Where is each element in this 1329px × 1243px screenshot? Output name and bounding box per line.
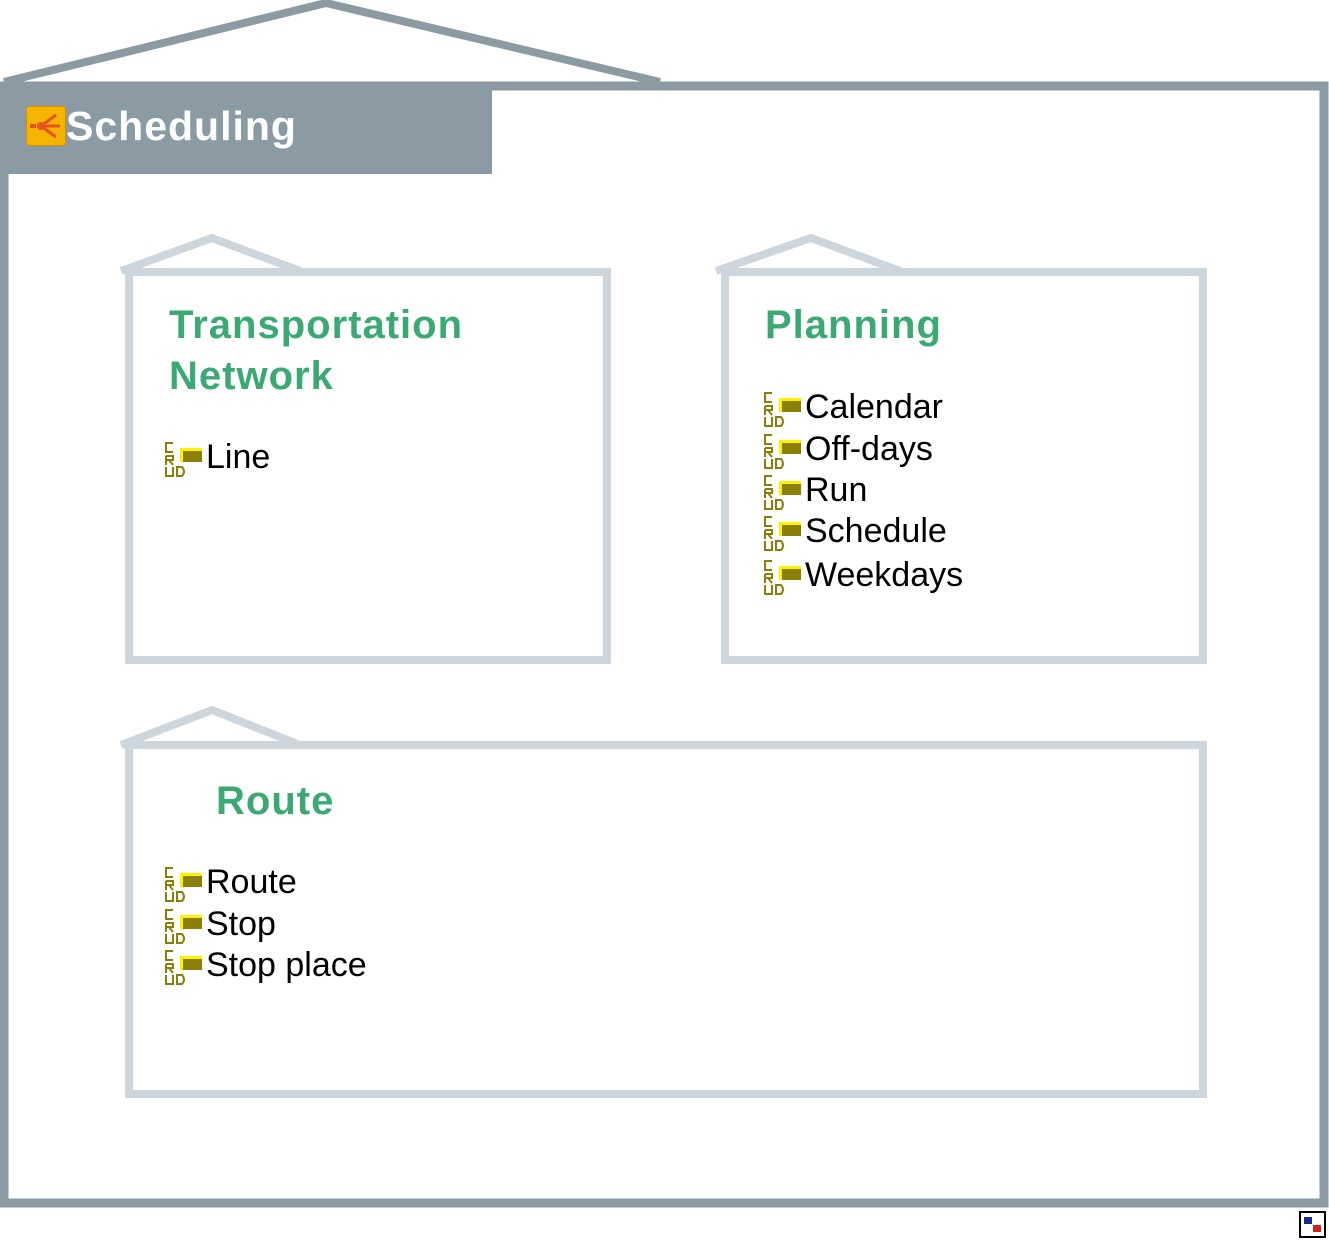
transport-package-frame xyxy=(125,268,611,664)
crud-entity-icon xyxy=(165,867,202,902)
package-title-line-2: Network xyxy=(169,354,334,398)
package-route[interactable]: Route xyxy=(216,776,334,827)
crud-entity-icon xyxy=(165,909,202,944)
diagram-title: Scheduling xyxy=(66,103,297,149)
entity-label: Run xyxy=(805,471,868,509)
scheduling-app-icon xyxy=(26,106,66,146)
route-package-frame xyxy=(125,741,1207,1098)
entity-label: Schedule xyxy=(805,512,947,550)
entity-item-schedule[interactable]: Schedule xyxy=(762,511,963,551)
entity-item-run[interactable]: Run xyxy=(762,470,963,510)
entity-label: Weekdays xyxy=(805,556,964,594)
crud-entity-icon xyxy=(764,560,801,595)
outer-package-tab-roof xyxy=(3,0,661,86)
entity-item-stop-place[interactable]: Stop place xyxy=(163,945,367,985)
package-item-list: Calendar Off-days Run xyxy=(762,387,963,595)
crud-entity-icon xyxy=(764,392,801,427)
package-item-list: Line xyxy=(163,437,270,477)
transport-package-tab-roof xyxy=(119,233,302,275)
crud-entity-icon xyxy=(764,434,801,469)
entity-item-line[interactable]: Line xyxy=(163,437,270,477)
package-title-line-1: Transportation xyxy=(169,303,464,347)
crud-entity-icon xyxy=(165,950,202,985)
package-title: Route xyxy=(216,779,335,823)
entity-label: Stop xyxy=(206,905,276,943)
package-title: Planning xyxy=(765,303,942,347)
package-item-list: Route Stop Stop place xyxy=(163,862,367,985)
crud-entity-icon xyxy=(764,475,801,510)
entity-item-weekdays[interactable]: Weekdays xyxy=(762,555,963,595)
crud-entity-icon xyxy=(165,442,202,477)
planning-package-tab-roof xyxy=(714,233,902,275)
entity-label: Stop place xyxy=(206,946,367,984)
route-package-tab-roof xyxy=(119,705,302,749)
crud-entity-icon xyxy=(764,516,801,551)
outer-package-frame xyxy=(0,81,1329,1208)
entity-item-route[interactable]: Route xyxy=(163,862,367,902)
package-transportation-network[interactable]: Transportation Network xyxy=(169,300,463,402)
package-planning[interactable]: Planning xyxy=(765,300,942,351)
entity-label: Off-days xyxy=(805,430,933,468)
entity-item-off-days[interactable]: Off-days xyxy=(762,429,963,469)
entity-label: Line xyxy=(206,438,271,476)
entity-item-stop[interactable]: Stop xyxy=(163,904,367,944)
diagram-link-icon[interactable] xyxy=(1299,1211,1326,1238)
planning-package-frame xyxy=(721,268,1207,664)
entity-label: Route xyxy=(206,863,297,901)
outer-package-header xyxy=(0,82,492,174)
entity-label: Calendar xyxy=(805,388,943,426)
entity-item-calendar[interactable]: Calendar xyxy=(762,387,963,427)
